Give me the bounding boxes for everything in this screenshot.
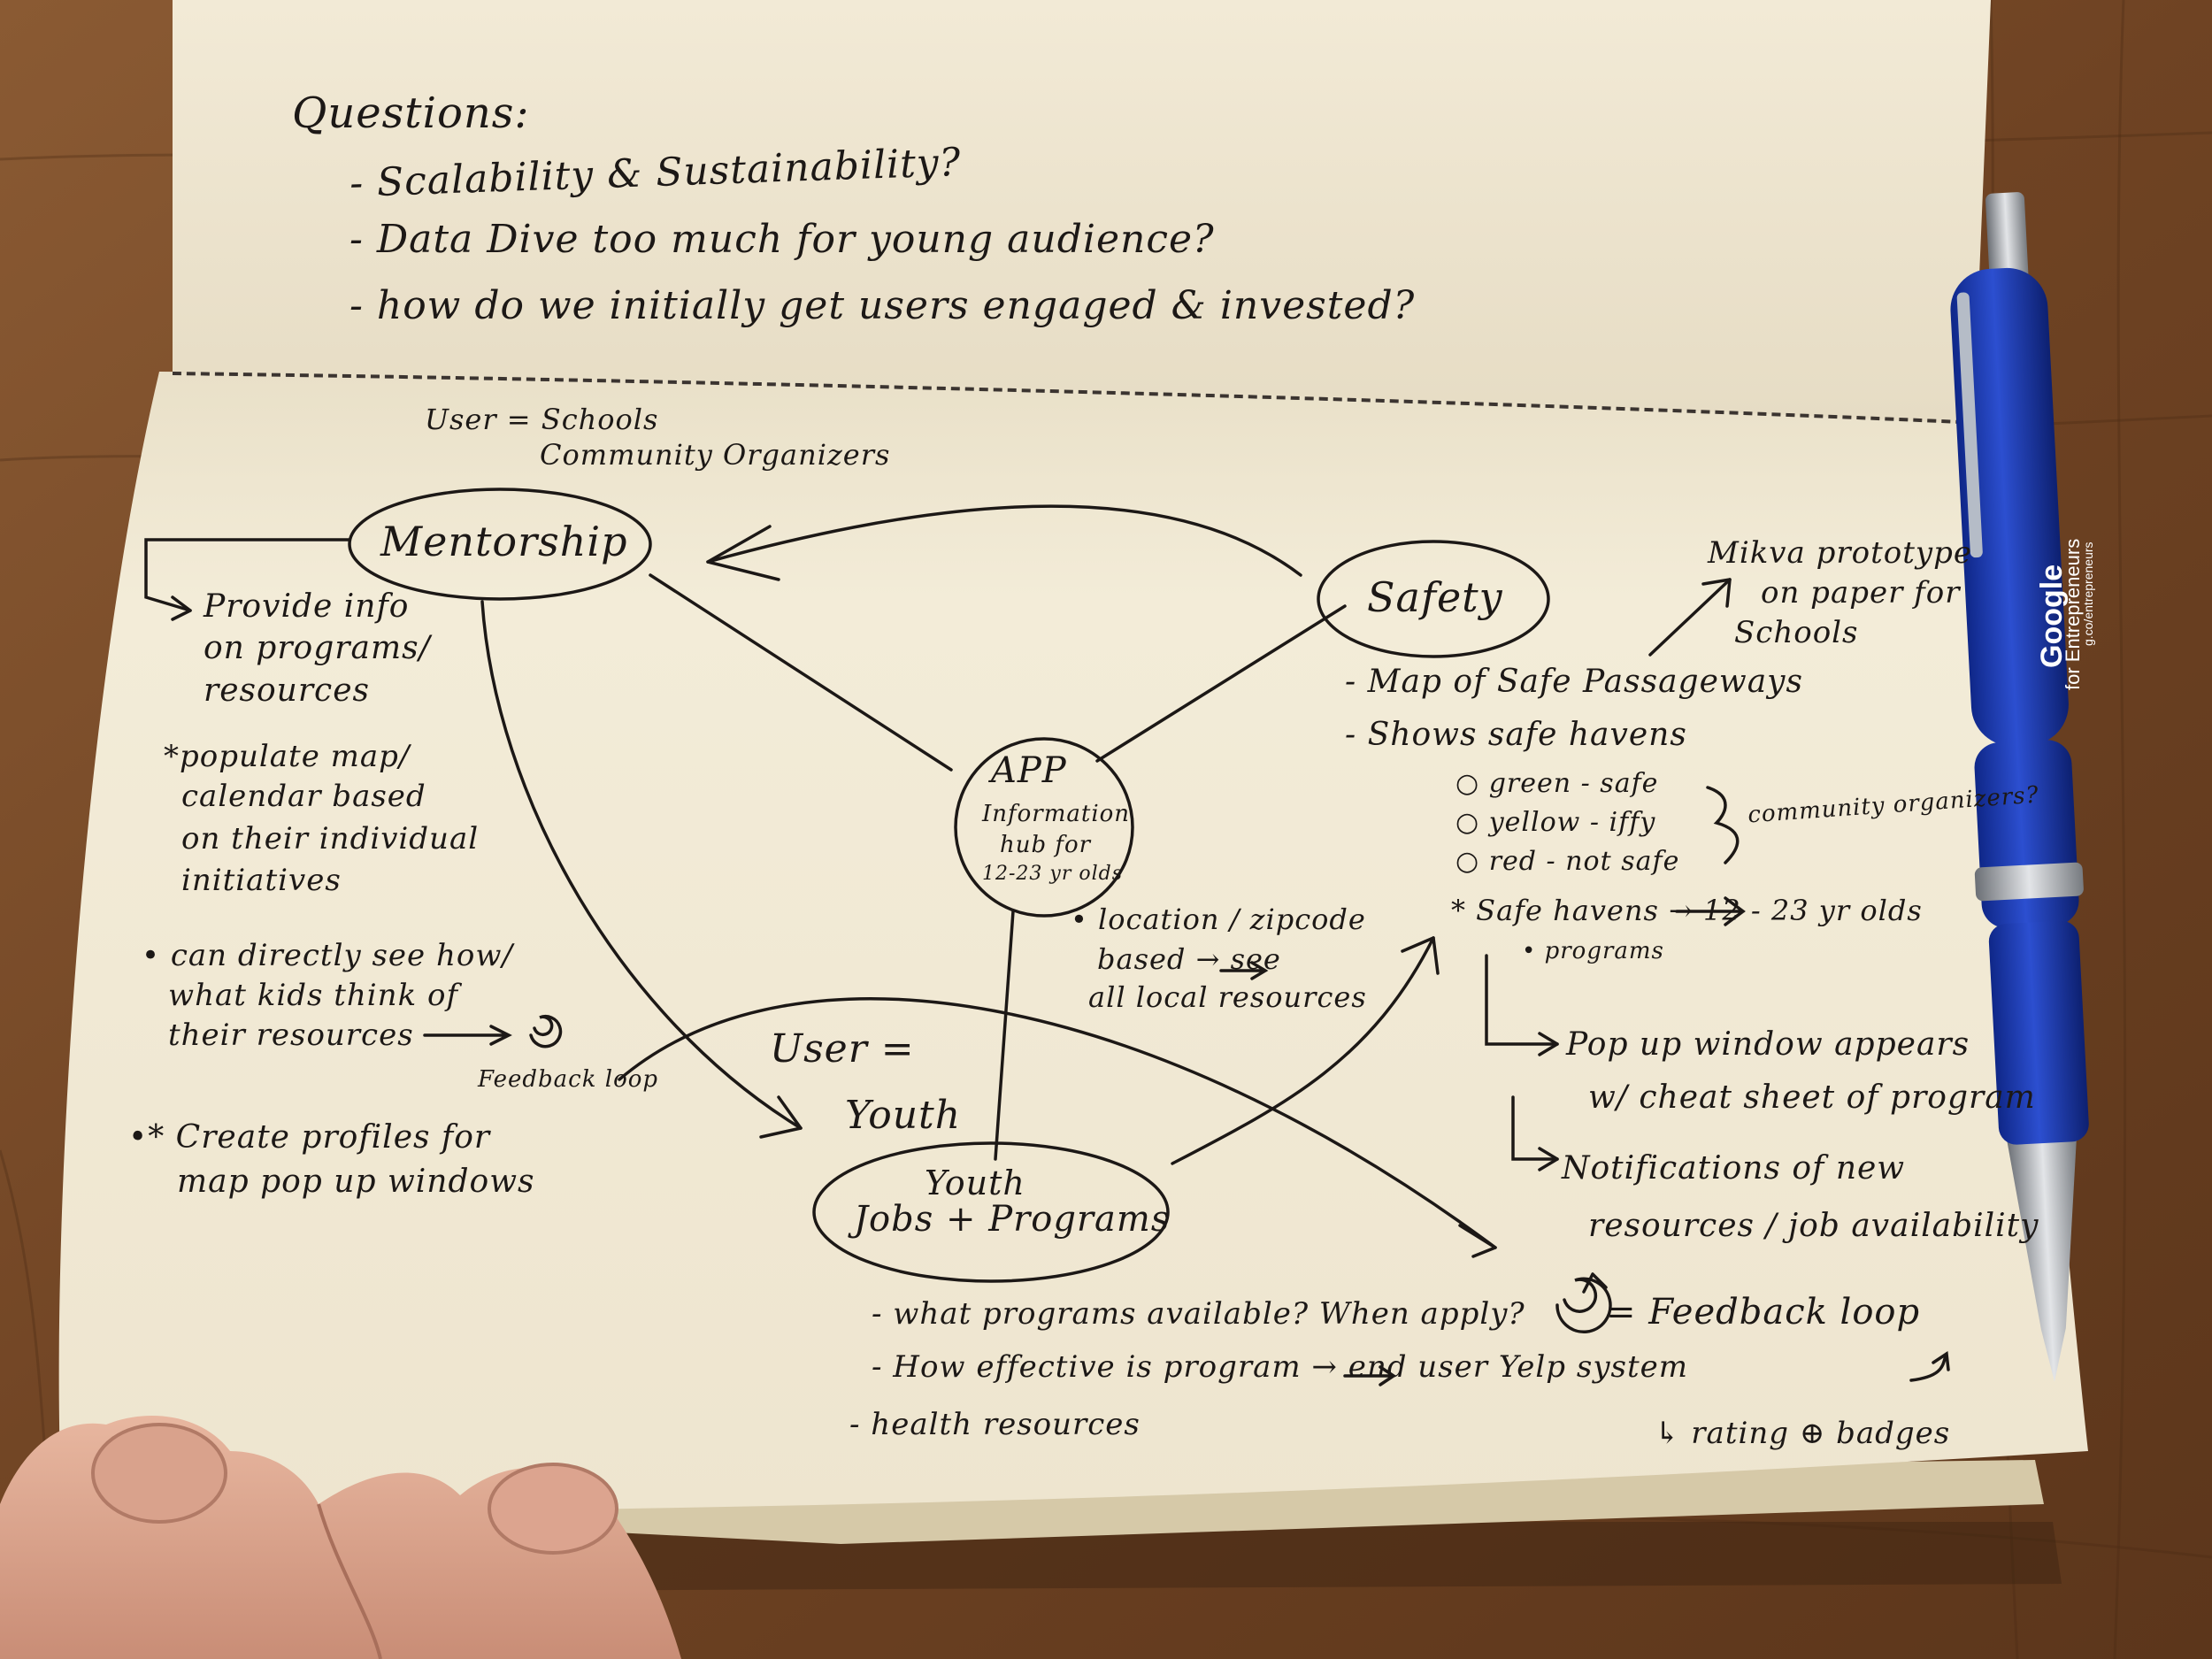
user-youth-1: User =: [770, 1026, 915, 1071]
safety-title: Safety: [1367, 573, 1503, 621]
mentorship-note-8: • can directly see how/: [142, 938, 513, 973]
mentorship-note-3: resources: [204, 672, 370, 709]
jobs-title: Jobs + Programs: [854, 1199, 1171, 1240]
mentorship-note-5: calendar based: [181, 779, 426, 814]
prototype-note-1: Mikva prototype: [1708, 535, 1972, 571]
google-pen: [1950, 192, 2089, 1382]
mentorship-note-4: *populate map/: [164, 739, 411, 774]
user-youth-2: Youth: [845, 1093, 962, 1138]
create-profiles-1: •* Create profiles for: [128, 1119, 491, 1156]
location-note-1: • location / zipcode: [1071, 902, 1366, 936]
prototype-note-2: on paper for: [1761, 575, 1961, 611]
popup-note-2: w/ cheat sheet of program: [1588, 1079, 2036, 1116]
mentorship-note-1: Provide info: [204, 588, 410, 625]
binding-stitch: [172, 372, 1983, 425]
safety-note-1: - Map of Safe Passageways: [1345, 664, 1803, 700]
user-schools: User = Schools: [425, 403, 659, 436]
mentorship-note-9: what kids think of: [168, 978, 459, 1013]
community-organizers: Community Organizers: [540, 438, 891, 472]
jobs-title-top: Youth: [925, 1164, 1025, 1202]
safety-note-3: ○ green - safe: [1455, 768, 1659, 799]
app-title: APP: [991, 750, 1067, 791]
app-line-2: hub for: [1000, 832, 1092, 858]
top-page: [173, 0, 1991, 425]
pen-url: g.co/entrepreneurs: [2081, 541, 2095, 646]
jobs-note-2: - How effective is program → end user Ye…: [872, 1349, 1689, 1385]
mentorship-note-2: on programs/: [204, 630, 431, 666]
feedback-loop-label: Feedback loop: [478, 1066, 659, 1093]
popup-note-1: Pop up window appears: [1566, 1026, 1970, 1063]
app-bubble: [954, 737, 1134, 918]
notifications-note-1: Notifications of new: [1562, 1150, 1906, 1187]
rating-badges: ↳ rating ⊕ badges: [1655, 1416, 1951, 1451]
safety-bubble: [1317, 540, 1550, 658]
jobs-note-3: - health resources: [849, 1407, 1141, 1442]
mentorship-note-10: their resources: [168, 1018, 414, 1053]
jobs-note-1: - what programs available? When apply?: [872, 1296, 1525, 1332]
app-line-3: 12-23 yr olds: [982, 863, 1124, 885]
mentorship-bubble: [348, 488, 652, 601]
safety-note-7: • programs: [1522, 938, 1664, 964]
safety-note-2: - Shows safe havens: [1345, 717, 1687, 753]
safety-note-6: * Safe havens → 12 - 23 yr olds: [1451, 894, 1923, 927]
question-3: - how do we initially get users engaged …: [349, 283, 1416, 328]
jobs-bubble: [812, 1141, 1170, 1283]
hand-fingers: [0, 1416, 681, 1659]
safety-note-4: ○ yellow - iffy: [1455, 807, 1656, 838]
question-2: - Data Dive too much for young audience?: [349, 217, 1215, 262]
diagram-strokes: [144, 488, 1950, 1386]
app-line-1: Information: [982, 801, 1131, 827]
feedback-legend: = Feedback loop: [1606, 1292, 1921, 1333]
location-note-2: based → see: [1097, 942, 1281, 976]
mentorship-note-7: initiatives: [181, 863, 342, 898]
mentorship-title: Mentorship: [380, 518, 628, 565]
location-note-3: all local resources: [1088, 980, 1367, 1014]
mentorship-note-6: on their individual: [181, 821, 480, 856]
safety-note-5: ○ red - not safe: [1455, 846, 1680, 877]
bottom-page: [58, 372, 2089, 1513]
create-profiles-2: map pop up windows: [177, 1164, 535, 1200]
notifications-note-2: resources / job availability: [1588, 1208, 2039, 1244]
prototype-note-3: Schools: [1734, 615, 1859, 650]
questions-heading: Questions:: [292, 88, 530, 138]
